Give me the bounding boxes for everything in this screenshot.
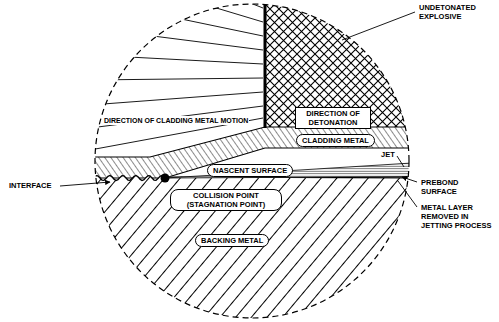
label-box: NASCENT SURFACE xyxy=(207,164,293,177)
gas-line xyxy=(90,78,263,80)
label-box: DIRECTION OF DETONATION xyxy=(295,107,371,129)
gas-line xyxy=(90,0,263,36)
leader-line xyxy=(398,181,417,207)
callout-label: UNDETONATED EXPLOSIVE xyxy=(418,3,496,21)
backing-plate xyxy=(80,176,420,322)
label-box: CLADDING METAL xyxy=(296,134,375,147)
box-text: NASCENT SURFACE xyxy=(213,166,287,175)
cladding-plate xyxy=(80,127,420,178)
gas-line xyxy=(90,0,263,22)
label-box: BACKING METAL xyxy=(195,234,269,247)
backing-group xyxy=(80,176,420,322)
collision-dot xyxy=(161,174,170,183)
detonation-products xyxy=(90,0,263,150)
view-outline xyxy=(95,4,409,318)
callout-label: JET xyxy=(380,150,396,159)
box-text: COLLISION POINT (STAGNATION POINT) xyxy=(176,191,276,209)
label-box: COLLISION POINT (STAGNATION POINT) xyxy=(170,189,282,211)
leader-line xyxy=(397,156,404,167)
magnified-view xyxy=(80,0,426,322)
callout-label: INTERFACE xyxy=(8,181,53,190)
box-text: CLADDING METAL xyxy=(302,136,369,145)
detonation-front xyxy=(264,0,267,128)
gas-line xyxy=(90,28,263,50)
leader-line xyxy=(342,12,415,40)
jet-wedge xyxy=(165,163,412,178)
leader-arrow xyxy=(402,177,417,182)
box-text: DIRECTION OF DETONATION xyxy=(301,109,365,127)
gas-line xyxy=(90,55,263,64)
callout-label: PREBOND SURFACE xyxy=(420,178,482,196)
callout-label: METAL LAYER REMOVED IN JETTING PROCESS xyxy=(420,203,496,230)
box-text: BACKING METAL xyxy=(201,236,263,245)
leader-arrow xyxy=(60,182,110,186)
gas-line xyxy=(90,0,263,8)
gas-line xyxy=(90,106,263,128)
gas-line xyxy=(90,92,263,105)
callout-label: DIRECTION OF CLADDING METAL MOTION xyxy=(103,116,249,125)
